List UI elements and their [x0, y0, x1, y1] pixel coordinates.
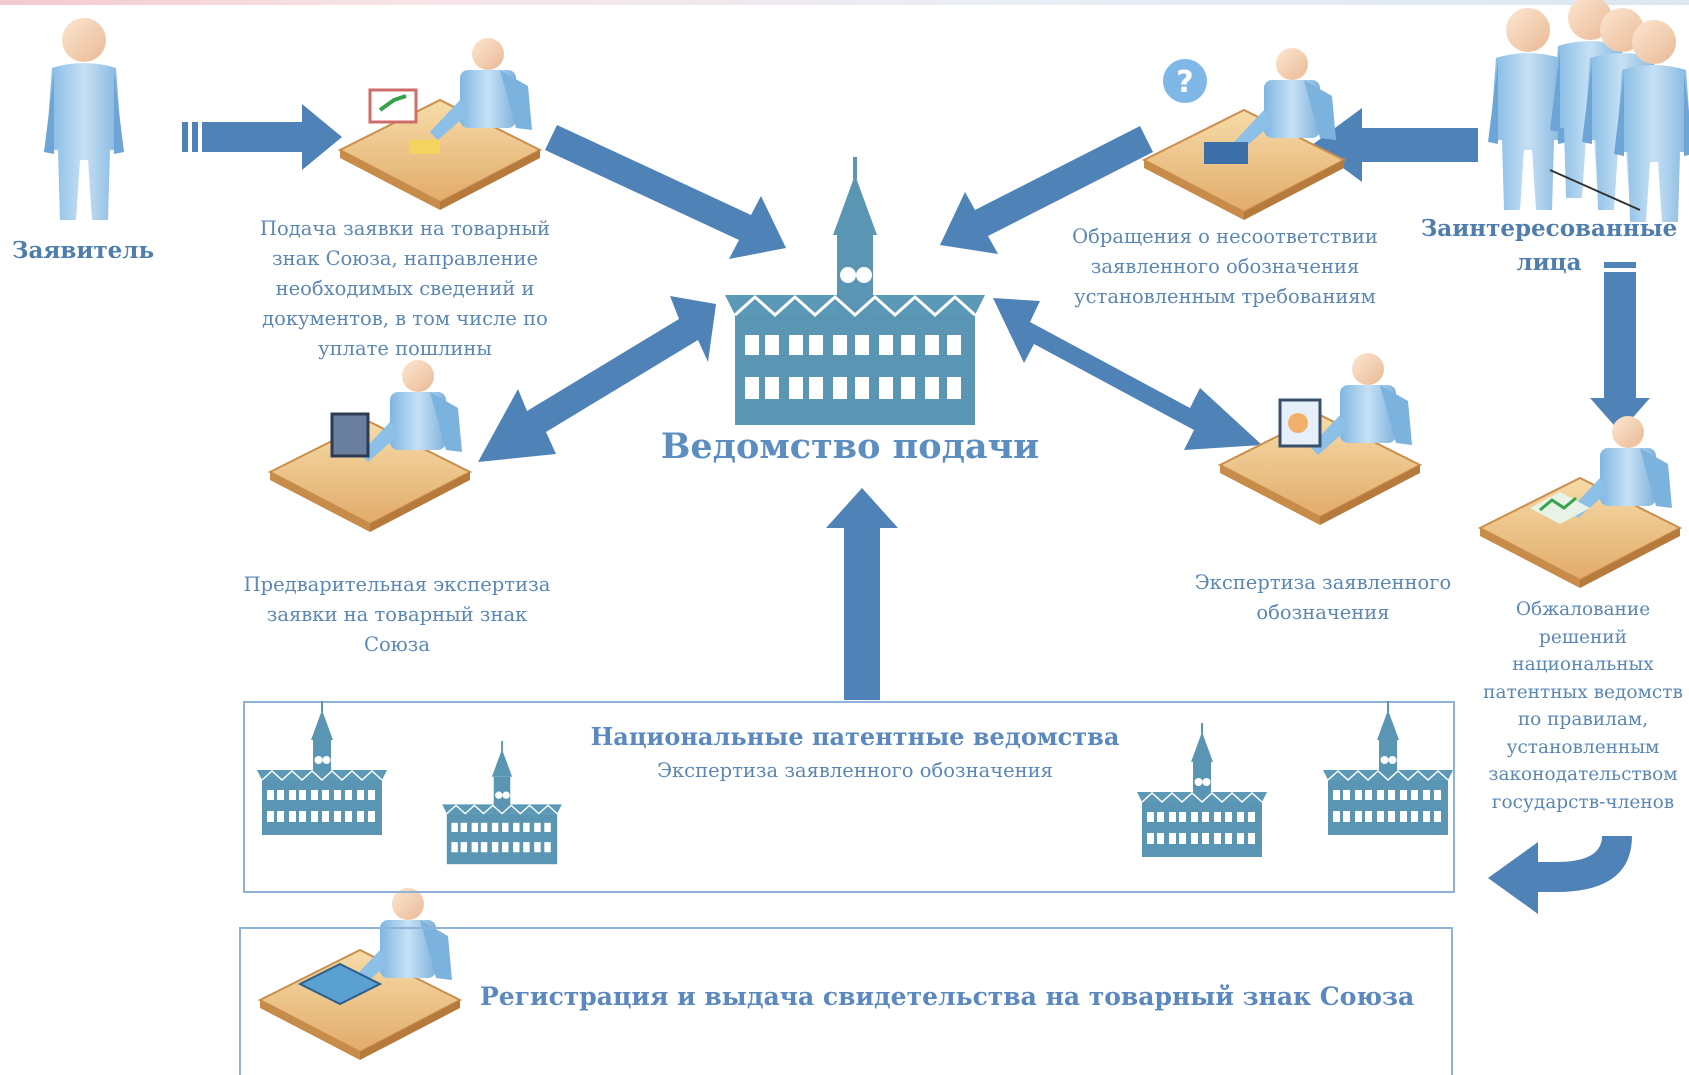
- arrow-filing-to-office: [545, 125, 786, 259]
- registration-desk-icon: [259, 887, 461, 1061]
- substantive-exam-desk-icon: [1219, 352, 1421, 526]
- registration-box: [239, 927, 1453, 1075]
- arrow-office-substantive: [993, 298, 1262, 450]
- arrow-applicant-to-filing: [182, 104, 342, 170]
- national-offices-box: [243, 701, 1455, 893]
- national-offices-subtitle: Экспертиза заявленного обозначения: [657, 759, 1053, 782]
- receiving-office-label: Ведомство подачи: [660, 426, 1040, 467]
- national-offices-title: Национальные патентные ведомства: [590, 722, 1120, 751]
- svg-text:?: ?: [1176, 65, 1193, 100]
- complaints-desk-icon: ?: [1143, 47, 1345, 221]
- interested-parties-label: Заинтересованные лица: [1420, 215, 1678, 276]
- preliminary-exam-desk-icon: [269, 359, 471, 533]
- filing-label: Подача заявки на товарный знак Союза, на…: [260, 217, 550, 360]
- receiving-office-building-icon: [723, 155, 987, 427]
- complaints-label: Обращения о несоответствии заявленного о…: [1072, 225, 1378, 308]
- substantive-exam-label: Экспертиза заявленного обозначения: [1194, 571, 1452, 624]
- appeal-desk-icon: [1479, 415, 1681, 589]
- applicant-person-icon: [44, 18, 124, 220]
- top-accent-strip: [0, 0, 1689, 5]
- arrow-interested-to-appeal: [1590, 262, 1650, 432]
- arrow-interested-to-complaints: [1312, 108, 1478, 182]
- arrow-appeal-to-registration: [1488, 836, 1632, 914]
- applicant-label: Заявитель: [11, 237, 155, 264]
- preliminary-exam-label: Предварительная экспертиза заявки на тов…: [243, 573, 551, 656]
- arrow-national-to-office: [826, 488, 898, 700]
- interested-parties-group-icon: [1488, 0, 1689, 222]
- arrow-office-preliminary: [478, 296, 716, 462]
- flow-arrows: [182, 104, 1650, 914]
- arrow-complaints-to-office: [940, 126, 1153, 254]
- registration-label: Регистрация и выдача свидетельства на то…: [480, 982, 1415, 1011]
- appeal-label: Обжалование решений национальных патентн…: [1483, 599, 1683, 813]
- filing-desk-icon: [339, 37, 541, 211]
